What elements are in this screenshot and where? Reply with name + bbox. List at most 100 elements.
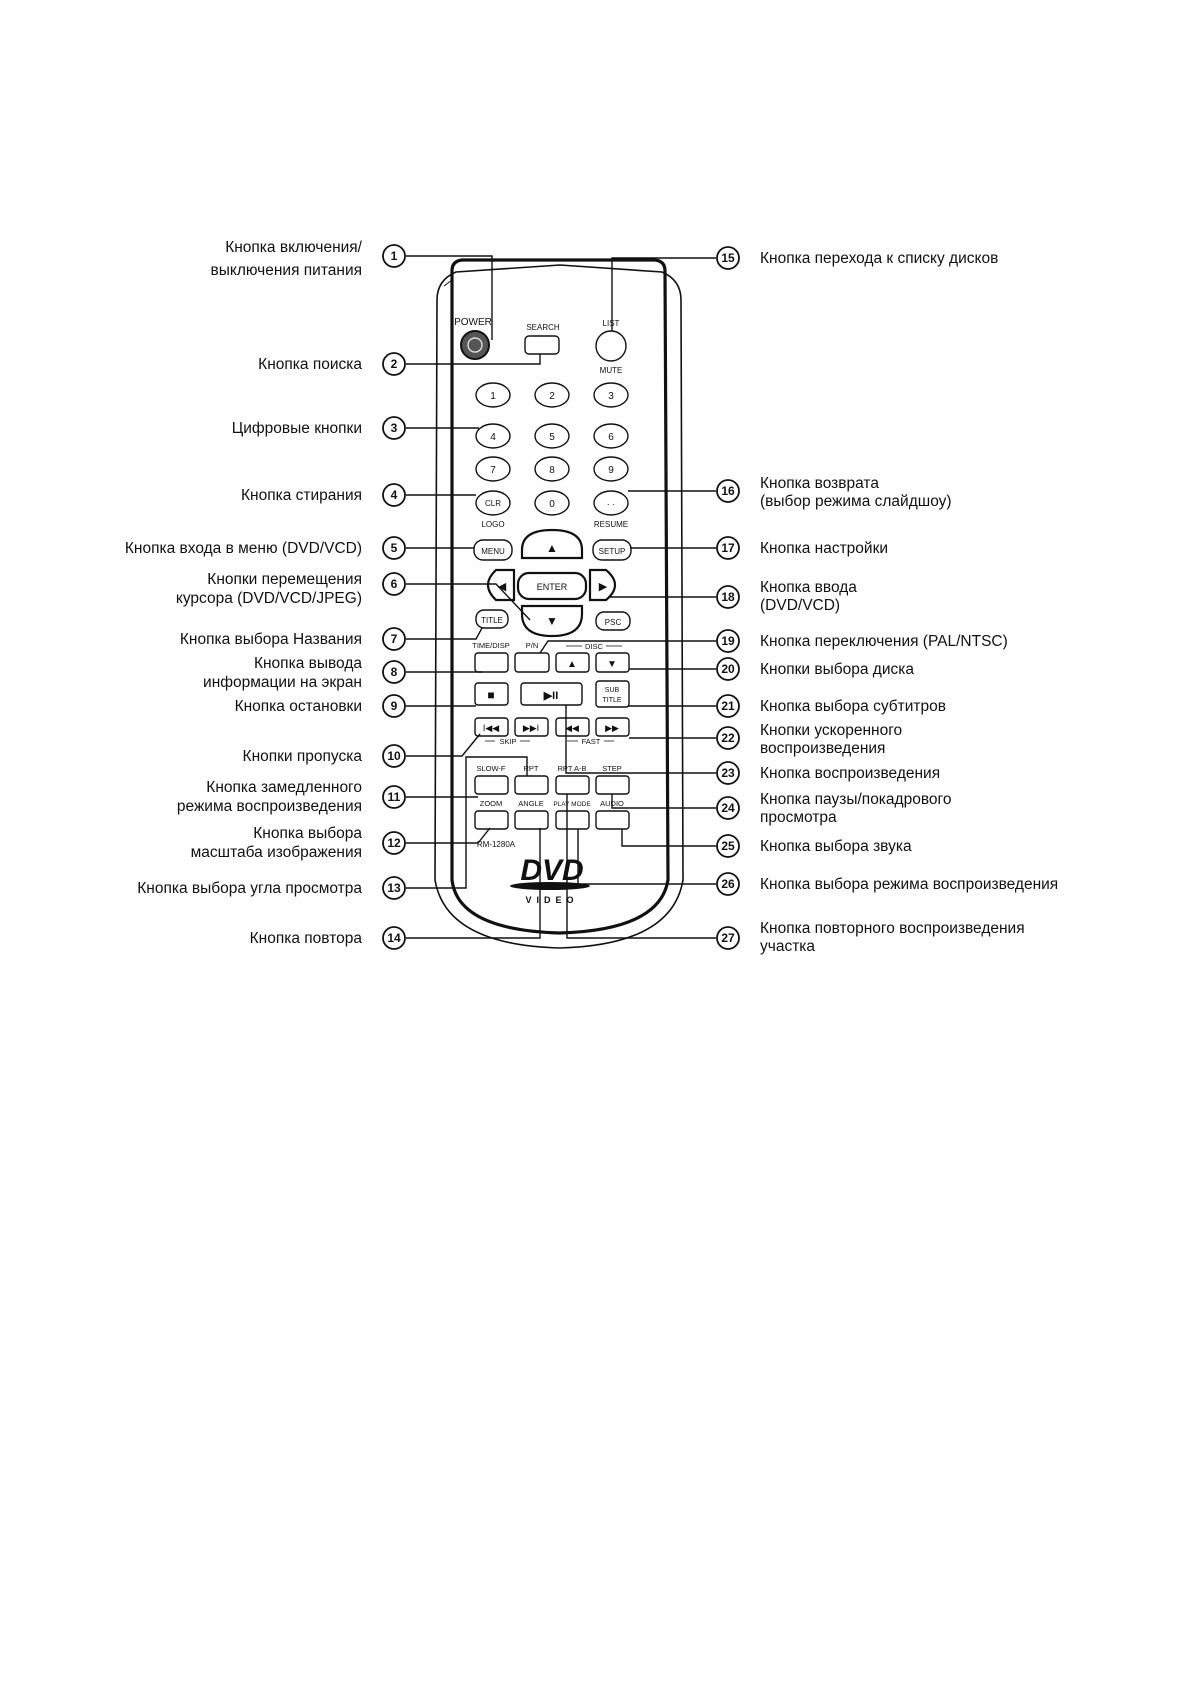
left-labels: Кнопка включения/ выключения питания Кно… (125, 239, 363, 947)
down-button[interactable] (520, 604, 584, 638)
label-stop: Кнопка остановки (235, 698, 362, 715)
digit-key-label: 6 (608, 432, 614, 443)
model-label: RM-1280A (477, 840, 516, 849)
disc-down-button[interactable] (595, 652, 630, 673)
psc-key-label: PSC (605, 618, 622, 627)
skip-back-button[interactable] (474, 717, 509, 737)
audio-button[interactable] (595, 810, 630, 830)
label-enter-2: (DVD/VCD) (760, 597, 840, 614)
label-play-mode: Кнопка выбора режима воспроизведения (760, 876, 1058, 893)
digit-button[interactable] (475, 423, 511, 449)
label-audio: Кнопка выбора звука (760, 838, 912, 855)
label-resume-1: Кнопка возврата (760, 475, 879, 492)
digit-key-label: 5 (549, 432, 555, 443)
callout-number: 25 (721, 839, 735, 853)
label-digits: Цифровые кнопки (232, 420, 362, 437)
enter-key-label: ENTER (537, 582, 568, 592)
time-disp-button[interactable] (474, 652, 509, 673)
callout-number-circle (382, 694, 406, 718)
dvd-video-logo: DVD VIDEO (510, 854, 590, 905)
enter-button[interactable] (516, 571, 588, 601)
callout-number: 17 (721, 541, 735, 555)
clr-button[interactable] (475, 490, 511, 516)
digit-button[interactable] (593, 456, 629, 482)
rpt-ab-button[interactable] (555, 775, 590, 795)
left-arrow-icon: ◀ (498, 581, 507, 593)
zoom-button[interactable] (474, 810, 509, 830)
disc-up-button[interactable] (555, 652, 590, 673)
right-button[interactable] (588, 568, 617, 602)
label-slow-1: Кнопка замедленного (206, 779, 362, 796)
callout-number: 24 (721, 801, 735, 815)
stop-button[interactable] (474, 682, 509, 706)
callout-number-circle (716, 834, 740, 858)
callout-number: 22 (721, 731, 735, 745)
digit-key-label: 7 (490, 465, 496, 476)
callout-number: 3 (391, 421, 398, 435)
zoom-key-label: ZOOM (480, 799, 503, 808)
slow-f-button[interactable] (474, 775, 509, 795)
digit-key-label: 8 (549, 465, 555, 476)
menu-button[interactable] (473, 539, 513, 561)
pn-button[interactable] (514, 652, 550, 673)
digit-button[interactable] (593, 382, 629, 408)
digit-button[interactable] (534, 423, 570, 449)
callout-number: 10 (387, 749, 401, 763)
rewind-button[interactable] (555, 717, 590, 737)
label-search: Кнопка поиска (258, 356, 362, 373)
callout-number-circle (382, 831, 406, 855)
digit-button[interactable] (534, 456, 570, 482)
disc-down-icon: ▼ (607, 659, 617, 670)
callout-number-circle (382, 926, 406, 950)
digit-button[interactable] (534, 490, 570, 516)
callout-number-circle (382, 244, 406, 268)
search-button[interactable] (524, 335, 560, 355)
rpt-button[interactable] (514, 775, 549, 795)
callout-number: 18 (721, 590, 735, 604)
slow-f-key-label: SLOW-F (476, 764, 505, 773)
angle-button[interactable] (514, 810, 549, 830)
power-key-label: POWER (454, 317, 492, 328)
callout-number-circle (382, 352, 406, 376)
digit-key-label: 4 (490, 432, 496, 443)
step-button[interactable] (595, 775, 630, 795)
skip-key-label: SKIP (499, 737, 516, 746)
digit-button[interactable] (475, 456, 511, 482)
callout-number-circle (382, 744, 406, 768)
title-button[interactable] (475, 609, 509, 629)
callout-number: 2 (391, 357, 398, 371)
callout-number: 14 (387, 931, 401, 945)
right-labels: Кнопка перехода к списку дисков Кнопка в… (760, 250, 1058, 955)
play-pause-button[interactable] (520, 682, 583, 706)
label-cursor-2: курсора (DVD/VCD/JPEG) (176, 590, 362, 607)
subtitle-button[interactable] (595, 680, 630, 708)
digit-button[interactable] (593, 423, 629, 449)
title-key-label: TITLE (481, 616, 503, 625)
digit-button[interactable] (534, 382, 570, 408)
label-fast-2: воспроизведения (760, 740, 885, 757)
up-button[interactable] (520, 528, 584, 560)
power-button[interactable] (460, 330, 490, 360)
resume-button[interactable] (593, 490, 629, 516)
label-angle: Кнопка выбора угла просмотра (137, 880, 362, 897)
subtitle-key-label-a: SUB (605, 687, 620, 694)
label-power-2: выключения питания (211, 262, 362, 279)
rpt-ab-key-label: RPT A-B (557, 764, 586, 773)
label-play: Кнопка воспроизведения (760, 765, 940, 782)
callout-number-circle (716, 796, 740, 820)
digit-button[interactable] (475, 382, 511, 408)
psc-button[interactable] (595, 611, 631, 631)
callout-number-circle (716, 657, 740, 681)
leader-lines (406, 255, 716, 939)
fast-forward-button[interactable] (595, 717, 630, 737)
play-mode-button[interactable] (555, 810, 590, 830)
setup-button[interactable] (592, 539, 632, 561)
skip-forward-button[interactable] (514, 717, 549, 737)
label-clear: Кнопка стирания (241, 487, 362, 504)
callout-number: 21 (721, 699, 735, 713)
callout-number-circle (382, 660, 406, 684)
play-pause-icon: ▶II (543, 690, 559, 702)
callout-number-circle (716, 726, 740, 750)
callout-number: 15 (721, 251, 735, 265)
list-button[interactable] (595, 330, 627, 362)
